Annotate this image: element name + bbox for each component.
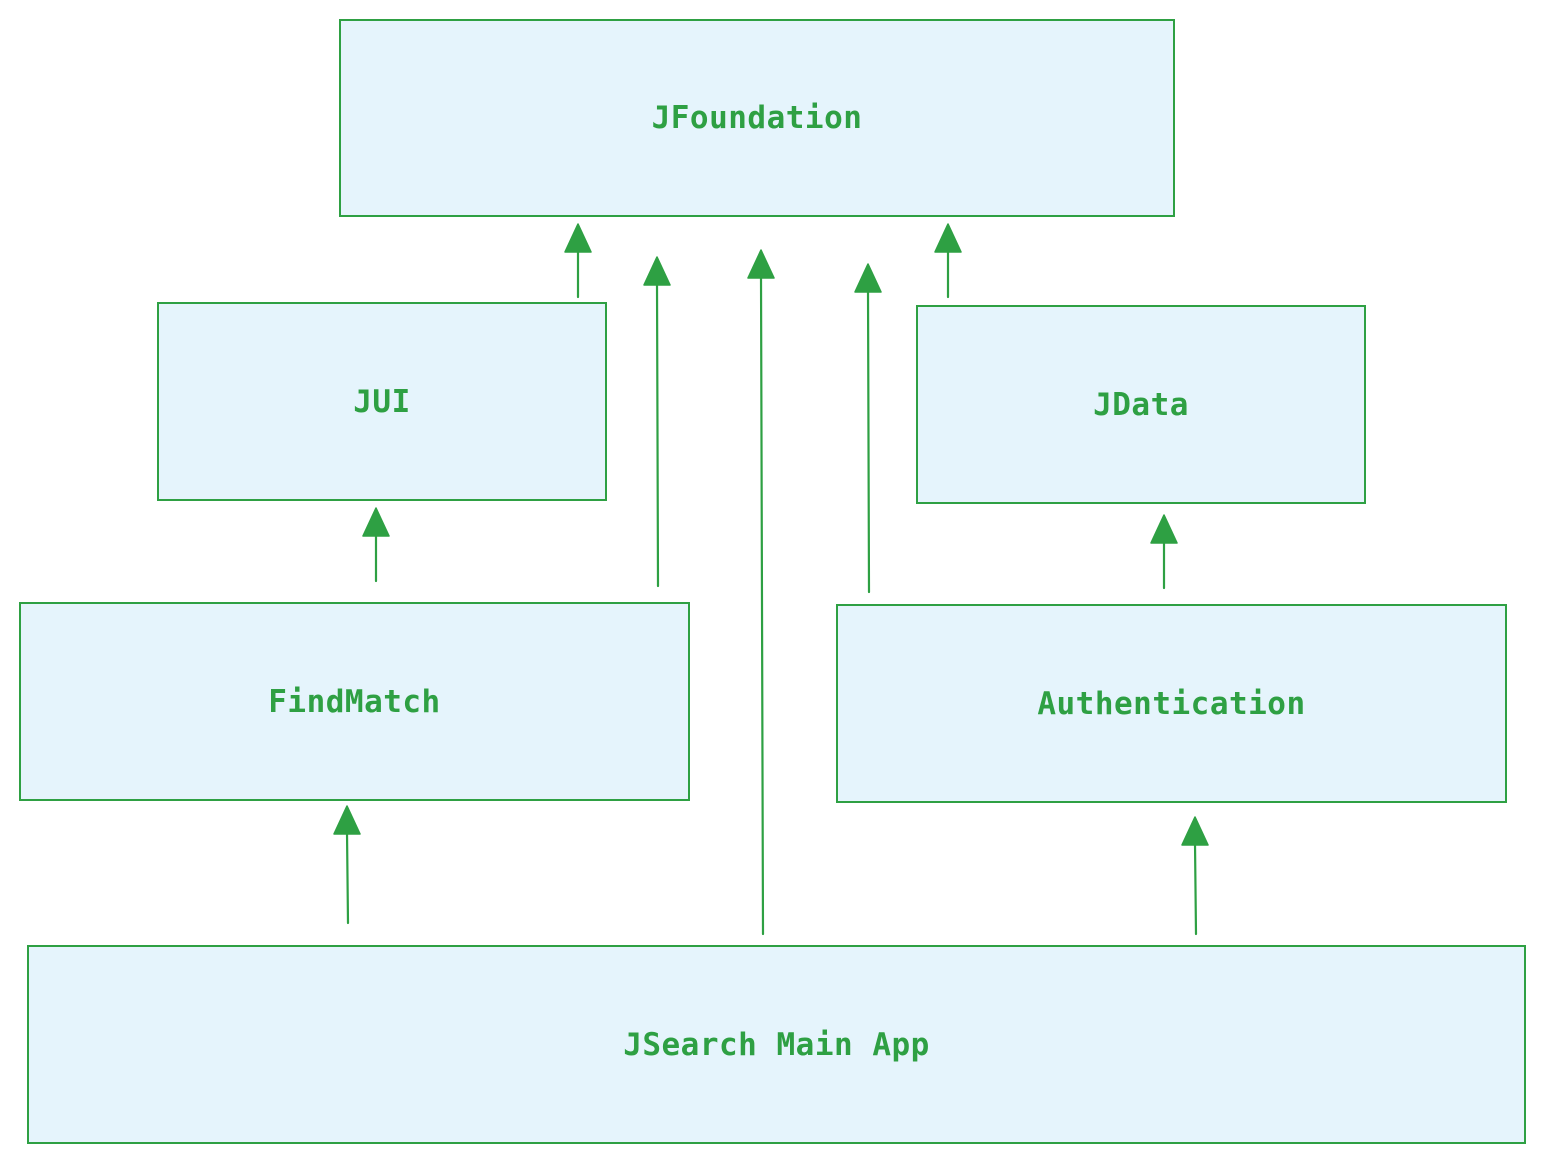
node-label-authentication: Authentication bbox=[1037, 685, 1306, 722]
arrowhead-icon bbox=[564, 223, 592, 253]
edge-main-to-jfoundation bbox=[759, 274, 765, 936]
arrowhead-icon bbox=[747, 249, 775, 279]
node-label-jui: JUI bbox=[353, 383, 411, 420]
node-label-jdata: JData bbox=[1093, 386, 1189, 423]
node-label-jsearch-main-app: JSearch Main App bbox=[623, 1026, 930, 1063]
arrowhead-icon bbox=[362, 507, 390, 537]
arrowhead-icon bbox=[333, 805, 361, 835]
node-label-findmatch: FindMatch bbox=[268, 683, 441, 720]
edge-main-to-findmatch bbox=[345, 830, 350, 925]
node-jdata: JData bbox=[916, 305, 1366, 504]
edge-authentication-to-jfoundation bbox=[866, 288, 871, 594]
node-authentication: Authentication bbox=[836, 604, 1507, 803]
node-jfoundation: JFoundation bbox=[339, 19, 1175, 217]
node-jui: JUI bbox=[157, 302, 607, 501]
arrowhead-icon bbox=[854, 263, 882, 293]
node-label-jfoundation: JFoundation bbox=[651, 100, 863, 136]
arrowhead-icon bbox=[1181, 816, 1209, 846]
arrowhead-icon bbox=[1150, 514, 1178, 544]
edge-main-to-authentication bbox=[1193, 841, 1198, 936]
arrowhead-icon bbox=[643, 256, 671, 286]
edge-findmatch-to-jfoundation bbox=[655, 281, 660, 588]
arrowhead-icon bbox=[934, 223, 962, 253]
node-jsearch-main-app: JSearch Main App bbox=[27, 945, 1526, 1144]
node-findmatch: FindMatch bbox=[19, 602, 690, 801]
